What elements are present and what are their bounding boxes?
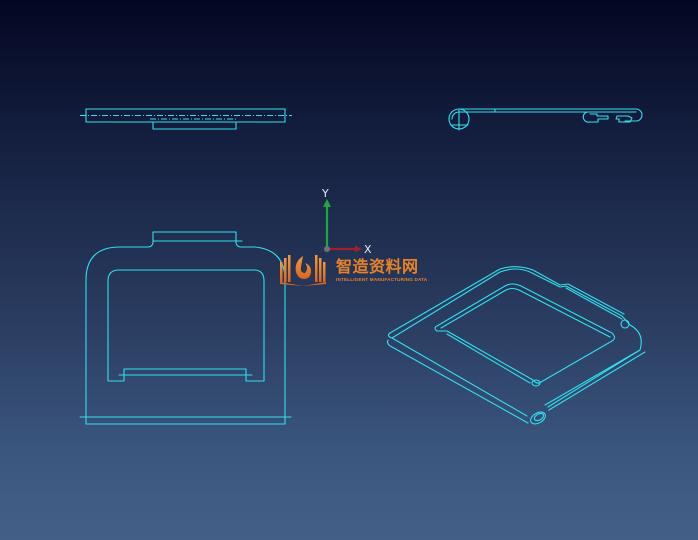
iso-outer-back-edge bbox=[389, 266, 625, 334]
x-axis-label: X bbox=[364, 243, 372, 256]
iso-tab-right bbox=[620, 319, 630, 329]
iso-inner-cutout-edge bbox=[440, 287, 611, 338]
iso-left-front-edge bbox=[391, 337, 528, 417]
front-view-outer-profile bbox=[85, 231, 286, 425]
top-view-tab bbox=[152, 121, 237, 130]
iso-tab-front bbox=[531, 379, 541, 387]
isometric-view[interactable] bbox=[386, 266, 646, 427]
side-view[interactable] bbox=[448, 108, 643, 131]
iso-hinge-inner bbox=[533, 412, 545, 422]
side-view-clip-right bbox=[615, 115, 633, 123]
y-axis-label: Y bbox=[321, 187, 329, 200]
iso-hinge-end bbox=[530, 411, 546, 425]
x-axis-arrow-icon bbox=[355, 245, 362, 253]
iso-left-lower-edge bbox=[386, 339, 529, 424]
top-view[interactable] bbox=[80, 108, 292, 130]
origin-icon bbox=[324, 246, 330, 252]
side-view-hinge-inner bbox=[451, 111, 460, 120]
front-view[interactable] bbox=[79, 231, 292, 425]
iso-inner-ledge bbox=[446, 333, 531, 384]
side-view-right-curl bbox=[624, 108, 643, 122]
iso-right-edge bbox=[544, 349, 641, 406]
side-view-clip-left bbox=[582, 111, 609, 123]
axis-triad: Y X bbox=[321, 187, 372, 256]
iso-side-rail bbox=[565, 287, 623, 320]
iso-inner-cutout bbox=[434, 283, 616, 384]
front-view-inner-cutout bbox=[107, 269, 265, 382]
y-axis-arrow-icon bbox=[323, 199, 331, 207]
iso-outer-top-edge bbox=[387, 268, 642, 408]
iso-right-lower-edge bbox=[548, 351, 646, 411]
